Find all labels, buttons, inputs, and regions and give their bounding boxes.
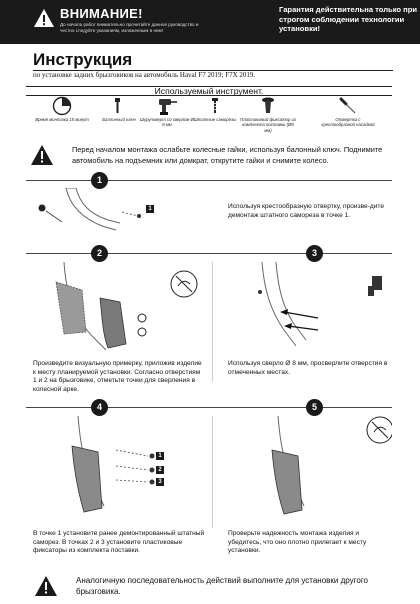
tool-clip: Пластиковый фиксатор из комплекта постав… <box>240 96 296 133</box>
step-number: 4 <box>91 399 108 416</box>
point-marker: 3 <box>156 478 164 486</box>
step-text: В точке 1 установите ранее демонтированн… <box>33 530 205 554</box>
warning-title: ВНИМАНИЕ! <box>60 6 143 21</box>
warning-icon <box>31 145 53 165</box>
step2-illustration <box>55 262 198 351</box>
drill-icon <box>159 99 177 115</box>
step-divider <box>26 180 392 181</box>
screwdriver-icon <box>339 97 356 114</box>
tool-label: Шуруповерт со сверлом Ø 8 мм <box>140 117 194 128</box>
step-divider <box>26 253 392 254</box>
tool-label: Время монтажа 15 минут <box>35 117 89 122</box>
tools-heading: Используемый инструмент. <box>26 86 392 96</box>
footer-note: Аналогичную последовательность действий … <box>26 571 396 603</box>
warning-banner: ВНИМАНИЕ! До начала работ внимательно пр… <box>0 0 420 44</box>
point-marker: 1 <box>156 452 164 460</box>
tool-drill: Шуруповерт со сверлом Ø 8 мм <box>139 96 195 128</box>
warning-message: Перед началом монтажа ослабьте колесные … <box>72 145 383 165</box>
step-text: Используя сверло Ø 8 мм, просверлите отв… <box>228 360 388 376</box>
point-marker: 2 <box>156 466 164 474</box>
wrench-icon <box>115 98 120 113</box>
column-divider <box>212 262 213 382</box>
tool-label: Штатные саморезы <box>193 117 237 122</box>
clip-icon <box>262 97 274 113</box>
warning-text: До начала работ внимательно прочитайте д… <box>60 22 199 33</box>
step-text: Произведите визуальную примерку, приложи… <box>33 360 202 393</box>
step-number: 1 <box>91 172 108 189</box>
page-subtitle: по установке задних брызговиков на автом… <box>33 71 256 79</box>
tool-screwdriver: Отвертка с крестообразной насадкой <box>320 96 376 128</box>
step3-illustration <box>258 262 382 347</box>
step-divider <box>26 407 392 408</box>
point-marker: 1 <box>146 205 154 213</box>
tool-time: Время монтажа 15 минут <box>34 96 90 122</box>
step-number: 2 <box>91 245 108 262</box>
pre-install-warning: Перед началом монтажа ослабьте колесные … <box>26 140 392 174</box>
tool-label: Пластиковый фиксатор из комплекта постав… <box>240 117 296 133</box>
step-number: 3 <box>306 245 323 262</box>
page-title: Инструкция <box>33 50 133 69</box>
guarantee-text: Гарантия действительна только при строго… <box>279 5 418 33</box>
footer-text: Аналогичную последовательность действий … <box>76 576 369 596</box>
tool-label: Баллонный ключ <box>102 117 136 122</box>
step1-illustration <box>38 188 141 231</box>
step-text: Проверьте надежность монтажа изделия и у… <box>228 530 367 554</box>
tool-wrench: Баллонный ключ <box>91 96 147 122</box>
step-text: Используя крестообразную отвертку, произ… <box>228 203 385 219</box>
warning-icon <box>35 576 57 596</box>
tool-label: Отвертка с крестообразной насадкой <box>321 117 375 128</box>
tool-screws: Штатные саморезы <box>187 96 243 122</box>
screw-icon <box>212 98 218 113</box>
title-divider <box>33 70 393 71</box>
step5-illustration <box>271 416 392 515</box>
step4-illustration <box>71 416 155 513</box>
warning-icon <box>34 9 54 27</box>
clock-icon <box>52 96 72 116</box>
column-divider <box>212 416 213 528</box>
step-number: 5 <box>306 399 323 416</box>
